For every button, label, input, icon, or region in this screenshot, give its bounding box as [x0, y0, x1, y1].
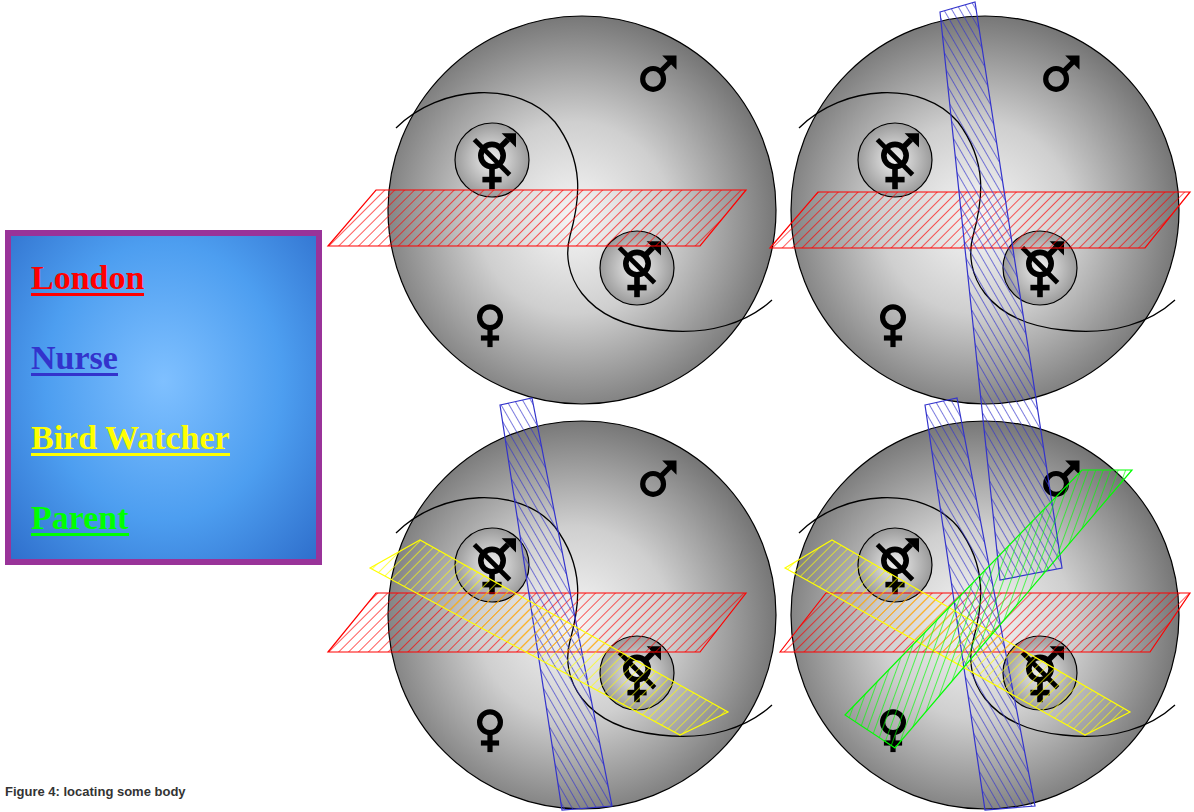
legend-entry: Bird Watcher — [31, 418, 230, 456]
legend-panel: LondonNurseBird WatcherParent — [5, 230, 322, 565]
legend-label: Nurse — [31, 338, 118, 378]
figure-caption: Figure 4: locating some body — [5, 784, 186, 799]
legend-entry: Nurse — [31, 338, 118, 376]
legend-label: London — [31, 258, 144, 298]
legend-entry: London — [31, 258, 144, 296]
legend-label: Parent — [31, 498, 129, 538]
legend-label: Bird Watcher — [31, 418, 230, 458]
legend-entry: Parent — [31, 498, 129, 536]
